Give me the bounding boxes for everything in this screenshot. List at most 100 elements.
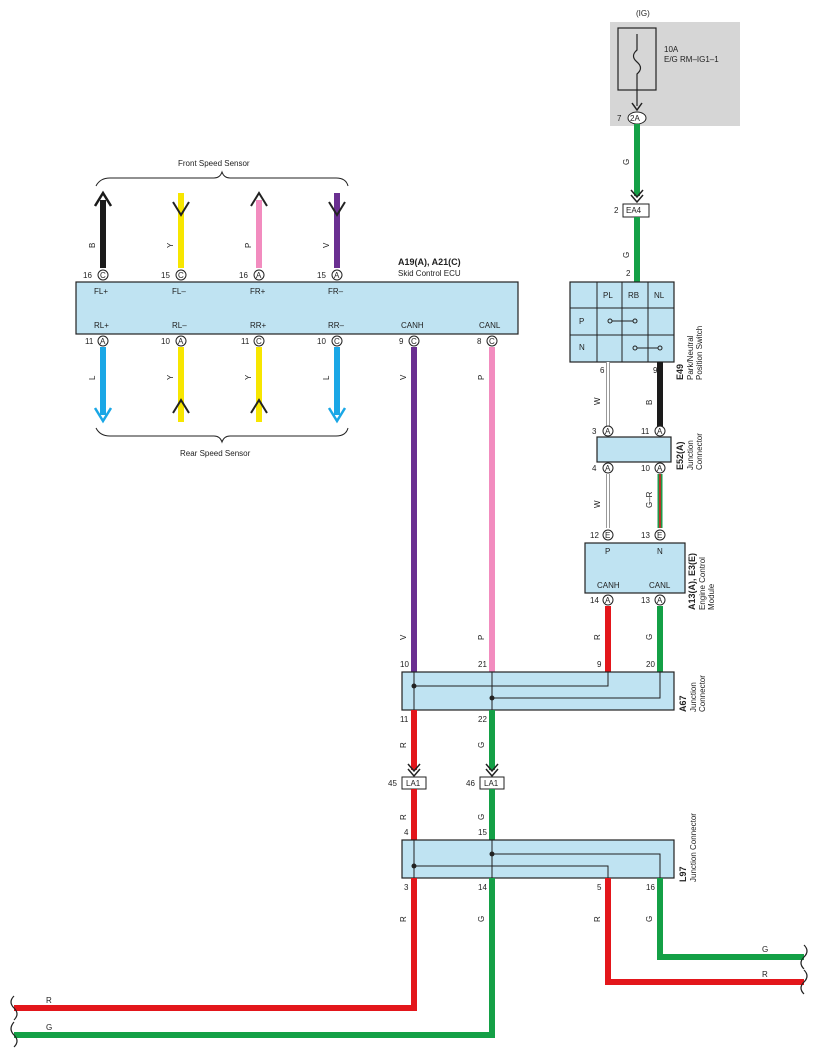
diagram-label: Rear Speed Sensor (180, 449, 251, 458)
pin-7: 7 (617, 114, 622, 123)
diagram-label: 4 (404, 828, 409, 837)
diagram-label: G (477, 916, 486, 922)
connector-la1: LA1 45 LA1 46 (388, 763, 505, 790)
diagram-label: P (477, 635, 486, 640)
diagram-label: 11 (85, 337, 94, 346)
diagram-shape (584, 542, 686, 594)
wire-g-left-out (14, 878, 495, 1038)
diagram-label: E (657, 531, 662, 540)
fuse-name: E/G RM–IG1–1 (664, 55, 719, 64)
fuse-amp: 10A (664, 45, 679, 54)
diagram-label: 13 (641, 596, 650, 605)
diagram-shape (413, 840, 609, 878)
wire-r-left-out (14, 878, 417, 1011)
diagram-label: R (399, 742, 408, 748)
diagram-label: C (256, 337, 262, 346)
diagram-label: 15 (317, 271, 326, 280)
diagram-shape (407, 763, 421, 773)
diagram-shape (630, 194, 644, 204)
diagram-label: 16 (239, 271, 248, 280)
diagram-label: W (593, 500, 602, 508)
diagram-label: 12 (590, 531, 599, 540)
diagram-label: Junction Connector (689, 813, 698, 882)
diagram-label: 46 (466, 779, 475, 788)
diagram-shape (250, 191, 268, 207)
diagram-shape (485, 768, 499, 778)
diagram-shape (654, 462, 666, 474)
fuse-connector-symbol (631, 102, 643, 112)
diagram-label: NL (654, 291, 665, 300)
diagram-label: 9 (653, 366, 658, 375)
diagram-label: Y (166, 242, 175, 248)
diagram-label: R (762, 970, 768, 979)
diagram-shape (407, 768, 421, 778)
diagram-label: 2A (630, 114, 640, 123)
diagram-label: R (399, 814, 408, 820)
diagram-label: 4 (592, 464, 597, 473)
diagram-shape (491, 840, 661, 878)
diagram-label: FR+ (250, 287, 266, 296)
diagram-shape (172, 201, 190, 217)
diagram-label: A (100, 337, 106, 346)
diagram-label: A (605, 464, 611, 473)
junction-connector-a67: 10 21 9 20 11 22 A67 Junction Connector (400, 660, 707, 724)
diagram-label: Park/Neutral (686, 335, 695, 380)
diagram-label: A (605, 427, 611, 436)
diagram-label: R (593, 634, 602, 640)
diagram-label: A (334, 271, 340, 280)
ig-background (610, 22, 740, 126)
diagram-label: C (411, 337, 417, 346)
diagram-label: R (399, 916, 408, 922)
diagram-shape (10, 1021, 18, 1048)
diagram-label: CANH (401, 321, 424, 330)
diagram-label: 9 (597, 660, 602, 669)
diagram-label: Front Speed Sensor (178, 159, 250, 168)
diagram-shape (93, 190, 113, 207)
skid-control-ecu: A19(A), A21(C) Skid Control ECU C 16 C 1… (75, 257, 519, 347)
diagram-label: V (399, 374, 408, 380)
diagram-label: RR+ (250, 321, 267, 330)
rear-speed-sensor: Rear Speed Sensor (95, 427, 349, 458)
diagram-label: P (579, 317, 584, 326)
diagram-label: G (762, 945, 768, 954)
diagram-label: FL+ (94, 287, 108, 296)
diagram-label: FR– (328, 287, 344, 296)
diagram-label: C (489, 337, 495, 346)
diagram-label: 16 (646, 883, 655, 892)
diagram-label: L (322, 375, 331, 380)
diagram-shape (172, 398, 190, 414)
diagram-shape (654, 529, 666, 541)
diagram-shape (413, 672, 609, 687)
diagram-shape (596, 436, 672, 463)
park-neutral-position-switch: PL RB NL P N E49 Park/Neutral Position S… (569, 281, 704, 380)
diagram-shape (253, 269, 265, 281)
diagram-label: C (178, 271, 184, 280)
diagram-shape (401, 671, 675, 711)
diagram-label: RR– (328, 321, 345, 330)
diagram-label: E52(A) (675, 441, 685, 470)
diagram-label: E (605, 531, 610, 540)
diagram-label: R (46, 996, 52, 1005)
diagram-label: 8 (477, 337, 482, 346)
diagram-label: FL– (172, 287, 186, 296)
diagram-label: V (322, 242, 331, 248)
diagram-label: 22 (478, 715, 487, 724)
diagram-shape (630, 189, 644, 199)
diagram-label: P (244, 243, 253, 248)
diagram-shape (175, 335, 187, 347)
diagram-label: B (88, 243, 97, 248)
diagram-label: 11 (400, 715, 409, 724)
wire-g-right-out (657, 878, 804, 960)
diagram-label: G (645, 916, 654, 922)
diagram-shape (486, 335, 498, 347)
diagram-label: 2 (626, 269, 631, 278)
front-sensor-wires: B Y P V (88, 190, 346, 268)
diagram-label: A (178, 337, 184, 346)
diagram-label: 11 (641, 427, 650, 436)
diagram-shape (253, 335, 265, 347)
diagram-label: 2 (614, 206, 619, 215)
diagram-shape (331, 335, 343, 347)
diagram-shape (10, 995, 18, 1021)
diagram-label: Y (166, 374, 175, 380)
